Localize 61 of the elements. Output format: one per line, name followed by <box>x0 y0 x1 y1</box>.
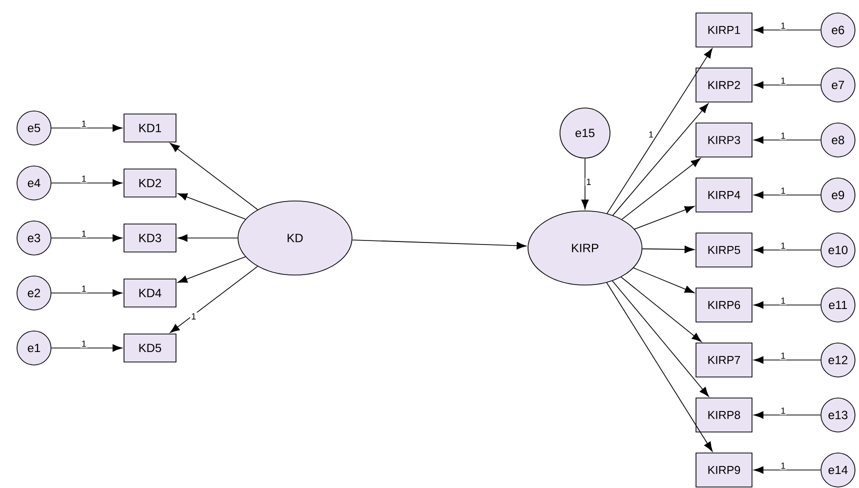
indicator-box: KD4 <box>124 278 176 308</box>
arrow <box>581 158 589 210</box>
arrow <box>178 256 246 283</box>
indicator-box: KD1 <box>124 114 176 142</box>
indicator-box: KIRP6 <box>696 288 752 322</box>
edge-label: 1 <box>780 242 787 250</box>
arrow <box>178 234 238 242</box>
edge-label: 1 <box>648 130 654 139</box>
indicator-box: KIRP1 <box>696 12 752 48</box>
indicator-box: KIRP4 <box>696 178 752 212</box>
arrow <box>754 136 821 144</box>
arrow <box>170 143 258 210</box>
arrow <box>754 191 821 199</box>
arrow <box>612 103 708 216</box>
edge-label: 1 <box>585 178 592 186</box>
edge-label: 1 <box>780 186 787 195</box>
edge-label: 1 <box>780 296 787 305</box>
edge-label: 1 <box>780 22 787 30</box>
arrow <box>754 246 821 254</box>
arrow <box>51 289 122 297</box>
indicator-box: KIRP2 <box>696 68 752 102</box>
edge-label: 1 <box>80 284 88 293</box>
arrow <box>622 158 701 220</box>
arrow <box>754 466 821 474</box>
edge-label: 1 <box>80 174 88 183</box>
arrow <box>606 282 713 452</box>
edge-label: 1 <box>80 120 88 128</box>
edge-label: 1 <box>780 132 787 140</box>
arrow <box>51 234 122 242</box>
arrow <box>754 411 821 419</box>
indicator-box: KD5 <box>124 334 176 362</box>
arrow <box>352 240 526 250</box>
edge-label: 1 <box>190 312 198 320</box>
arrow <box>51 344 122 352</box>
arrow <box>754 301 821 309</box>
arrow <box>754 26 821 34</box>
indicator-box: KD2 <box>124 168 176 198</box>
arrow <box>620 276 702 342</box>
arrow <box>754 81 821 89</box>
indicator-box: KIRP3 <box>696 122 752 158</box>
arrow <box>633 268 694 294</box>
arrow <box>170 266 258 333</box>
edge-label: 1 <box>780 76 787 85</box>
arrow <box>606 48 712 214</box>
arrow <box>51 124 122 132</box>
edge-label: 1 <box>80 230 88 238</box>
edge-label: 1 <box>780 462 787 470</box>
arrow <box>754 356 821 364</box>
indicator-box: KD3 <box>124 224 176 252</box>
edge-label: 1 <box>780 352 787 360</box>
indicator-box: KIRP7 <box>696 342 752 378</box>
edge-label: 1 <box>780 406 787 415</box>
arrow <box>612 280 709 397</box>
indicator-box: KIRP9 <box>696 452 752 488</box>
edge-label: 1 <box>80 340 88 348</box>
indicator-box: KIRP8 <box>696 398 752 432</box>
indicator-box: KIRP5 <box>696 232 752 268</box>
arrow <box>634 206 694 230</box>
arrow <box>178 193 246 220</box>
arrow <box>51 179 122 187</box>
arrow <box>642 246 694 254</box>
